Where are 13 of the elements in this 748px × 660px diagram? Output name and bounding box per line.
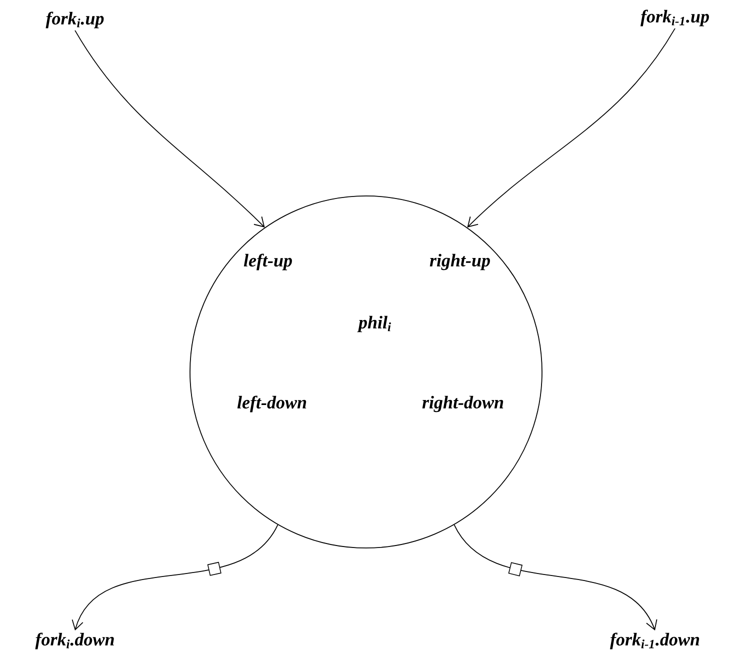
process-name: phil$_{i}$ [357, 316, 391, 332]
arrow [74, 30, 265, 228]
port-label: fork$_{i-1}$.down [610, 632, 700, 650]
port-label: right-down [422, 396, 504, 412]
port-label: fork$_{i}$.down [35, 632, 114, 650]
port-label: fork$_{i-1}$.up [640, 10, 709, 26]
port-label: left-down [237, 396, 306, 412]
port-label: left-up [244, 254, 292, 270]
port-label: fork$_{i}$.up [46, 12, 104, 28]
port-label: right-up [430, 254, 490, 270]
arrow [72, 524, 278, 631]
arrow [454, 524, 658, 631]
arrow [467, 28, 676, 228]
